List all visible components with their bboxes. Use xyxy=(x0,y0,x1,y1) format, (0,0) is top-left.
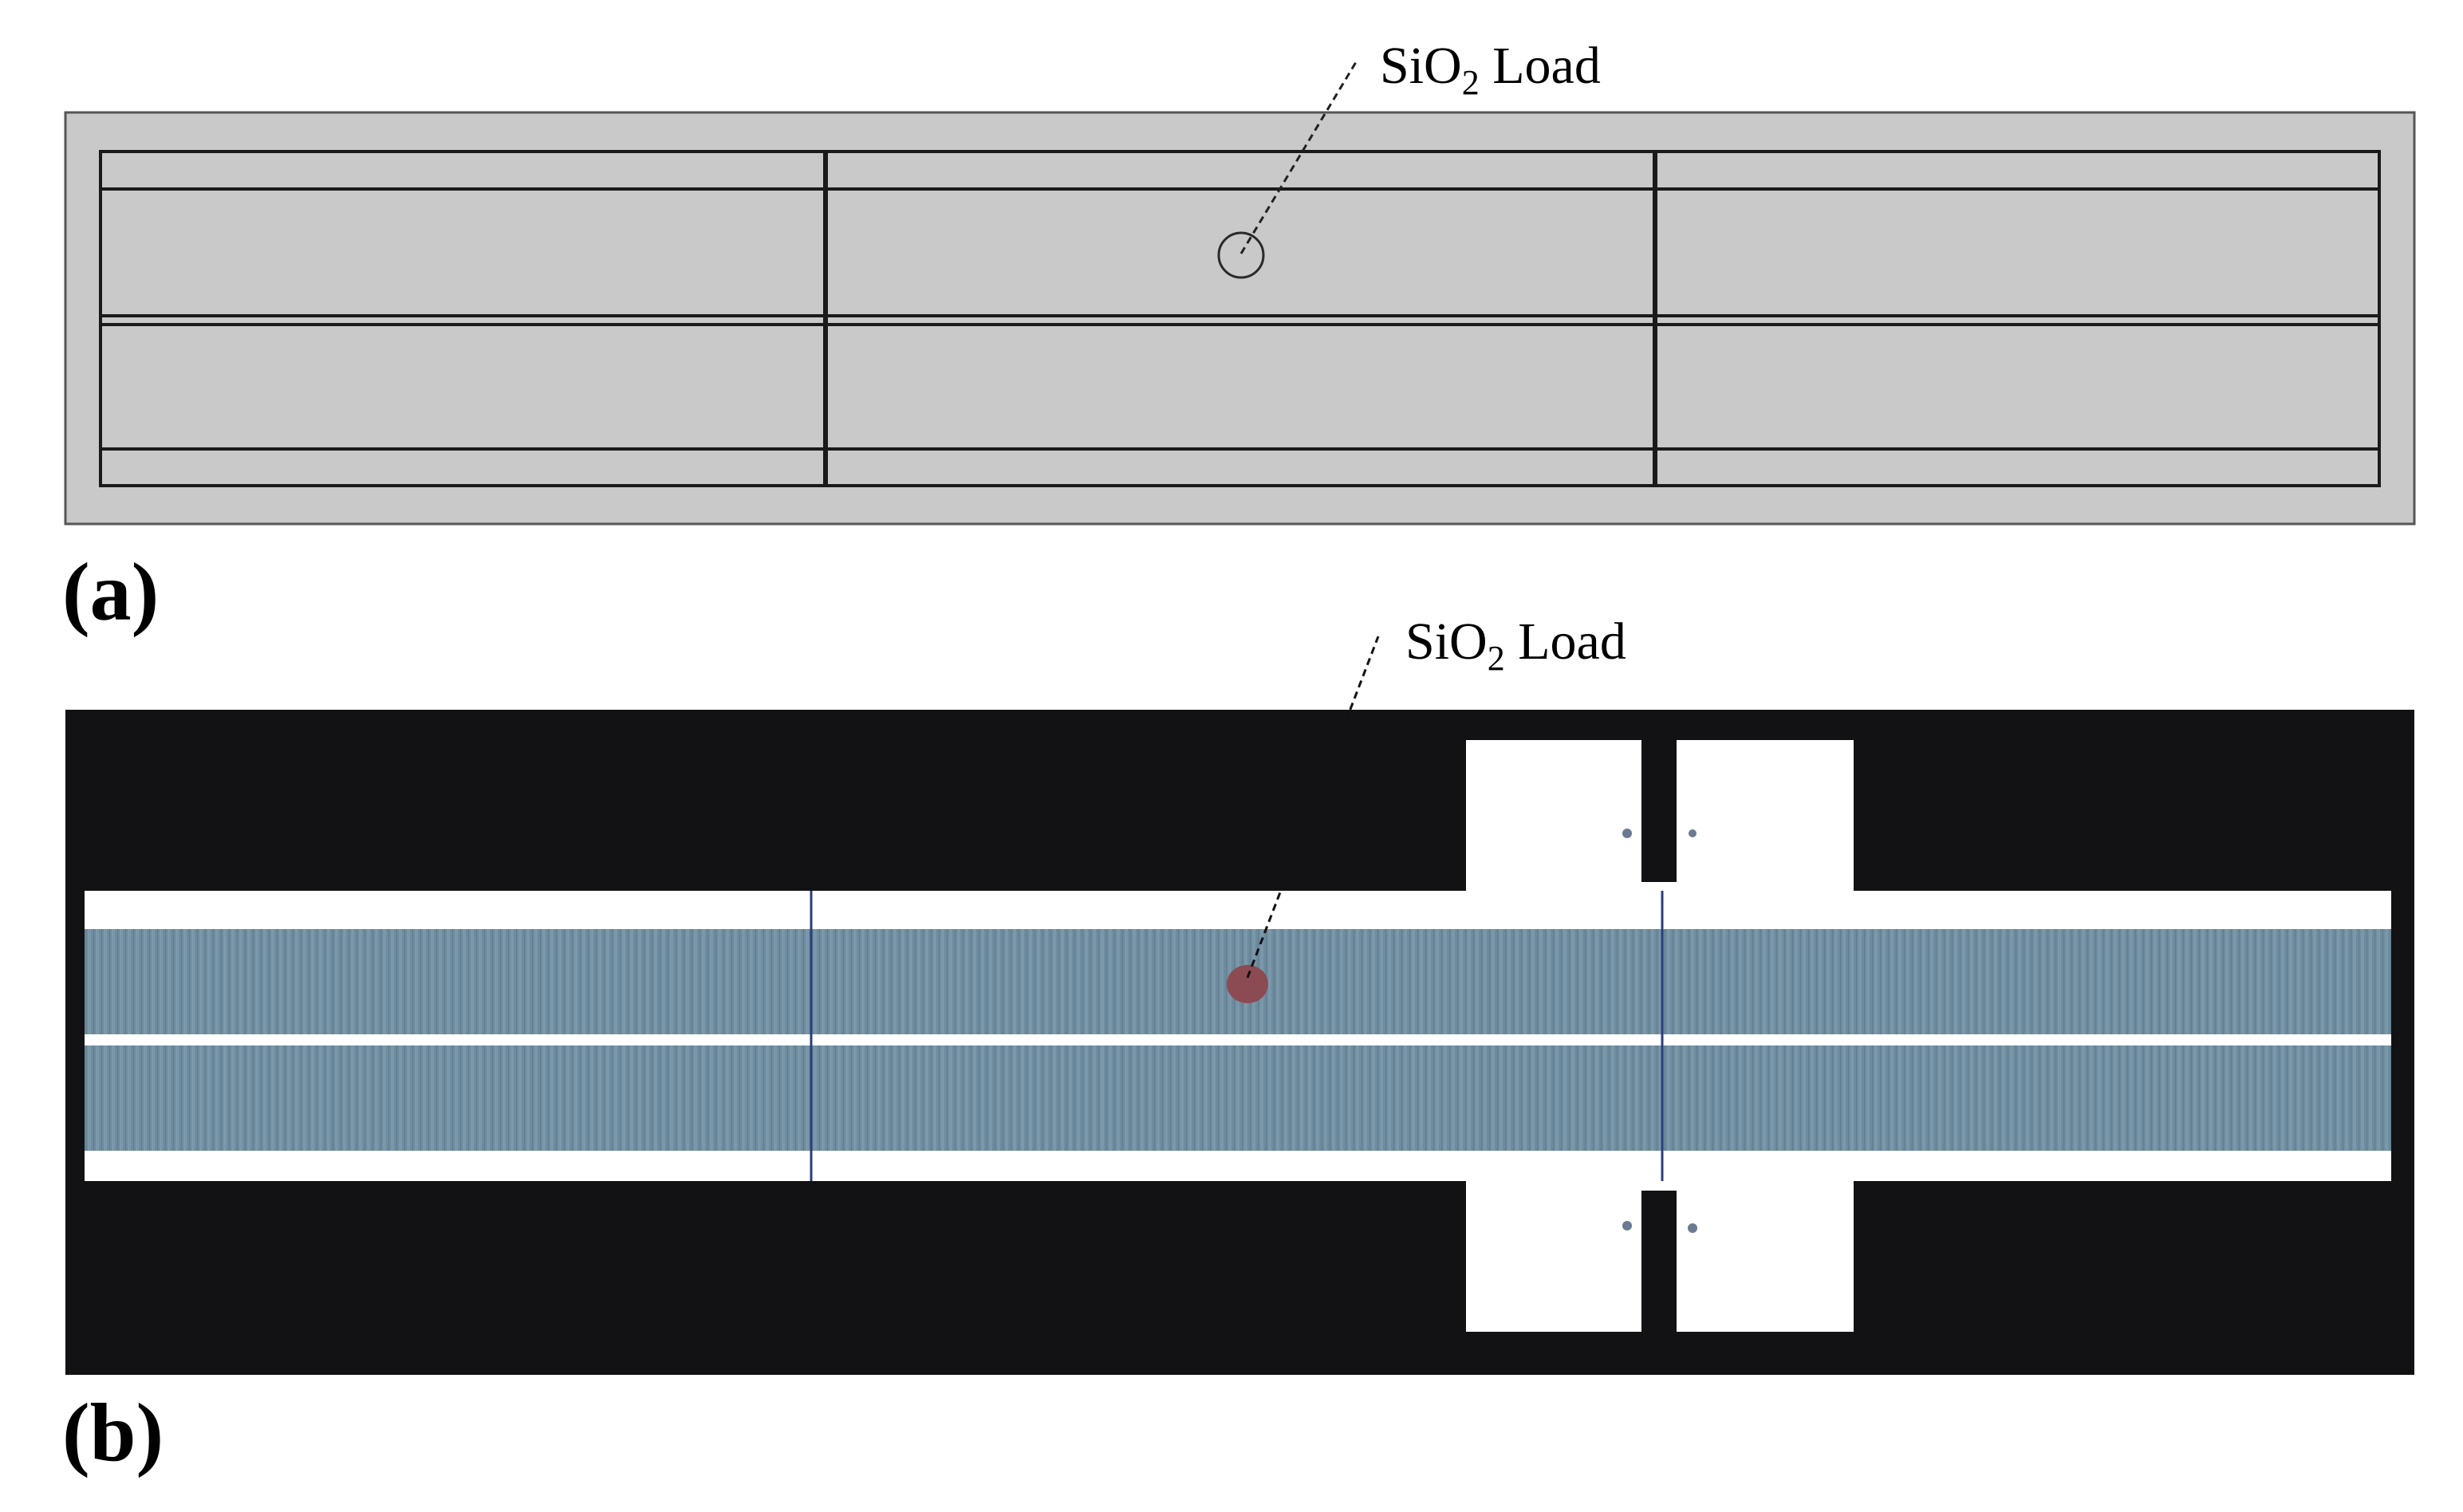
panel-a-sio2-load-marker xyxy=(1217,231,1265,279)
panel-b-slot-lower xyxy=(85,1045,2391,1151)
panel-a-callout: SiO2 Load xyxy=(1380,37,1601,102)
panel-b-stub-lower-right xyxy=(1677,1181,1854,1332)
panel-b-stub-lower-left xyxy=(1466,1181,1641,1332)
panel-b-stub-upper-right xyxy=(1677,740,1854,891)
panel-b: SiO2 Load (b) xyxy=(62,612,2414,1479)
panel-a-section-dividers xyxy=(823,152,1657,486)
panel-b-metal-bottom-rail xyxy=(85,1151,2391,1181)
panel-b-stub-upper-left xyxy=(1466,740,1641,891)
panel-a-inner-frame xyxy=(99,150,2381,487)
panel-a: SiO2 Load (a) xyxy=(62,37,2416,638)
panel-b-metal-top-rail xyxy=(85,891,2391,929)
panel-b-callout: SiO2 Load xyxy=(1405,612,1626,678)
panel-b-leader-line xyxy=(1246,636,1380,978)
panel-b-metal-center-line xyxy=(85,1034,2391,1045)
panel-b-label: (b) xyxy=(62,1387,164,1479)
panel-a-label: (a) xyxy=(62,546,159,638)
panel-b-stub-bridge-upper xyxy=(1641,882,1677,892)
panel-a-leader-line xyxy=(1239,61,1358,254)
panel-b-sio2-load-dot xyxy=(1227,965,1268,1003)
panel-a-substrate xyxy=(64,111,2416,526)
panel-b-debris-marks xyxy=(1622,829,1697,1233)
panel-b-section-boundaries xyxy=(810,891,1664,1181)
panel-b-stub-bridge-lower xyxy=(1641,1181,1677,1191)
panel-a-strip-lines xyxy=(100,187,2379,451)
